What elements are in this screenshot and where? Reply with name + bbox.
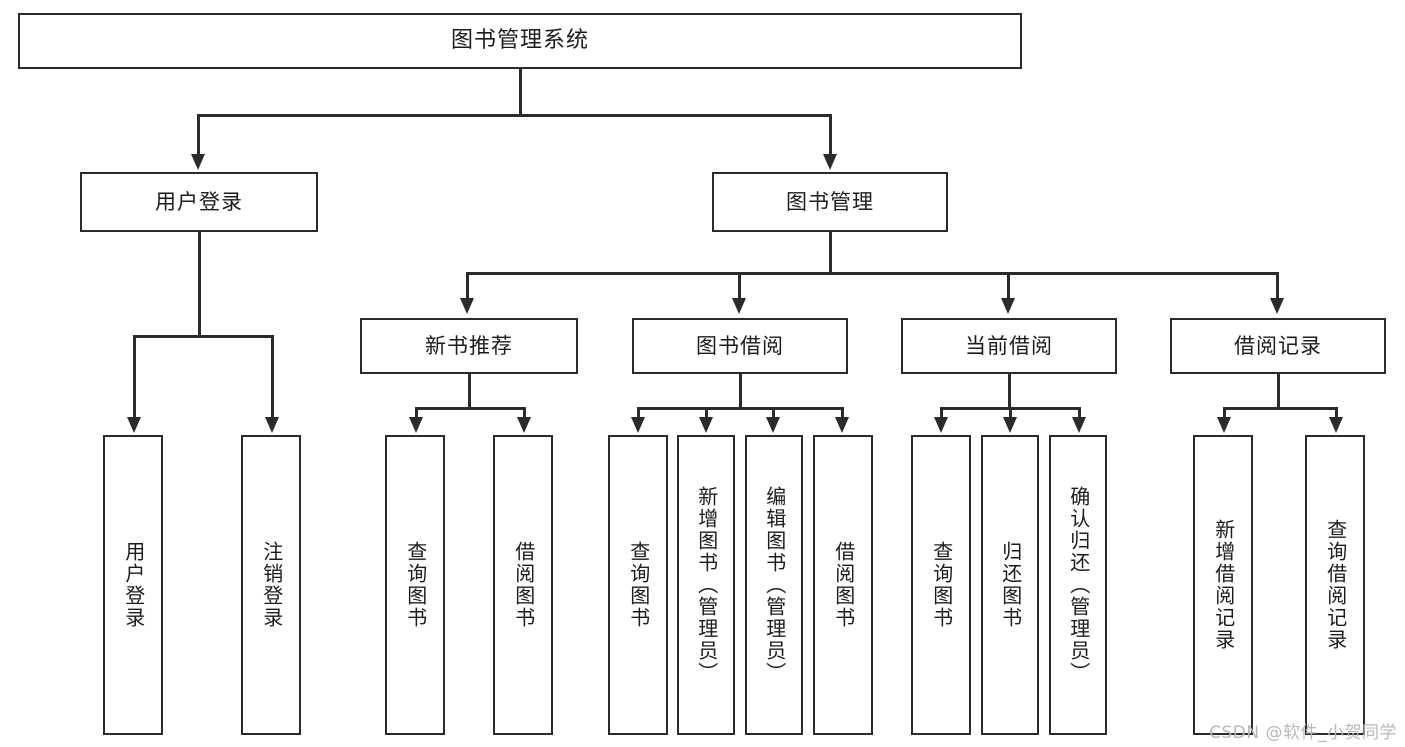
- node-label: 新增图书（管理员）: [694, 486, 719, 684]
- connector-book-borrow-bar: [637, 407, 843, 410]
- leaf-query-borrow-record[interactable]: 查询借阅记录: [1305, 435, 1365, 735]
- arrow-to-leaf-logout: [265, 417, 279, 433]
- node-label: 用户登录: [155, 189, 243, 214]
- connector-cb-leaf-3: [1078, 407, 1081, 421]
- arrow-nb-leaf-1: [409, 417, 423, 433]
- leaf-return-book[interactable]: 归还图书: [981, 435, 1039, 735]
- connector-bb-leaf-1: [637, 407, 640, 421]
- connector-borrow-record-bar: [1223, 407, 1337, 410]
- arrow-cb-leaf-2: [1003, 417, 1017, 433]
- connector-nb-leaf-1: [415, 407, 418, 421]
- node-label: 当前借阅: [965, 333, 1053, 358]
- arrow-to-new-book: [460, 298, 474, 314]
- connector-root-to-user-login: [197, 114, 200, 158]
- leaf-query-book-borrow[interactable]: 查询图书: [608, 435, 668, 735]
- leaf-borrow-book[interactable]: 借阅图书: [813, 435, 873, 735]
- arrow-root-to-book-mgmt: [823, 154, 837, 170]
- connector-nb-leaf-2: [523, 407, 526, 421]
- connector-level3-bar: [466, 272, 1278, 275]
- leaf-borrow-book-recommend[interactable]: 借阅图书: [493, 435, 553, 735]
- leaf-logout[interactable]: 注销登录: [241, 435, 301, 735]
- node-label: 查询借阅记录: [1323, 519, 1348, 651]
- connector-new-book-bar: [415, 407, 525, 410]
- leaf-confirm-return-admin[interactable]: 确认归还（管理员）: [1049, 435, 1107, 735]
- connector-root-bar: [197, 114, 831, 117]
- leaf-user-login[interactable]: 用户登录: [103, 435, 163, 735]
- arrow-to-leaf-user-login: [127, 417, 141, 433]
- connector-br-leaf-2: [1335, 407, 1338, 421]
- arrow-root-to-user-login: [191, 154, 205, 170]
- node-root-system[interactable]: 图书管理系统: [18, 13, 1022, 69]
- arrow-bb-leaf-1: [631, 417, 645, 433]
- leaf-edit-book-admin[interactable]: 编辑图书（管理员）: [745, 435, 803, 735]
- arrow-nb-leaf-2: [517, 417, 531, 433]
- connector-to-new-book: [466, 272, 469, 301]
- node-book-management[interactable]: 图书管理: [712, 172, 948, 232]
- node-current-borrow[interactable]: 当前借阅: [901, 318, 1117, 374]
- node-label: 查询图书: [929, 541, 954, 629]
- connector-user-login-stem: [198, 232, 201, 337]
- arrow-bb-leaf-3: [766, 417, 780, 433]
- connector-cb-leaf-1: [940, 407, 943, 421]
- connector-to-book-borrow: [738, 272, 741, 301]
- connector-to-leaf-logout: [271, 335, 274, 421]
- arrow-to-book-borrow: [732, 298, 746, 314]
- node-borrow-record[interactable]: 借阅记录: [1170, 318, 1386, 374]
- leaf-query-book-recommend[interactable]: 查询图书: [385, 435, 445, 735]
- node-label: 新增借阅记录: [1211, 519, 1236, 651]
- node-label: 新书推荐: [425, 333, 513, 358]
- connector-book-borrow-stem: [739, 374, 742, 410]
- arrow-cb-leaf-1: [934, 417, 948, 433]
- connector-br-leaf-1: [1223, 407, 1226, 421]
- connector-current-borrow-stem: [1008, 374, 1011, 410]
- connector-root-to-book-mgmt: [829, 114, 832, 158]
- node-label: 编辑图书（管理员）: [762, 486, 787, 684]
- connector-bb-leaf-2: [705, 407, 708, 421]
- arrow-cb-leaf-3: [1072, 417, 1086, 433]
- leaf-add-borrow-record[interactable]: 新增借阅记录: [1193, 435, 1253, 735]
- connector-to-leaf-user-login: [133, 335, 136, 421]
- node-book-borrow[interactable]: 图书借阅: [632, 318, 848, 374]
- connector-to-current-borrow: [1007, 272, 1010, 301]
- connector-root-stem: [519, 69, 522, 116]
- connector-user-login-bar: [133, 335, 273, 338]
- connector-new-book-stem: [468, 374, 471, 410]
- node-label: 注销登录: [259, 541, 284, 629]
- connector-bb-leaf-4: [841, 407, 844, 421]
- node-label: 图书管理系统: [450, 28, 589, 54]
- node-label: 用户登录: [121, 541, 146, 629]
- node-label: 借阅图书: [511, 541, 536, 629]
- arrow-bb-leaf-2: [699, 417, 713, 433]
- watermark: CSDN @软件_小贺同学: [1209, 723, 1397, 743]
- node-label: 归还图书: [998, 541, 1023, 629]
- node-label: 查询图书: [626, 541, 651, 629]
- node-label: 确认归还（管理员）: [1066, 486, 1091, 684]
- node-label: 图书管理: [786, 189, 874, 214]
- node-new-book-recommend[interactable]: 新书推荐: [360, 318, 578, 374]
- arrow-br-leaf-2: [1329, 417, 1343, 433]
- connector-book-mgmt-stem: [829, 232, 832, 274]
- connector-borrow-record-stem: [1277, 374, 1280, 410]
- arrow-br-leaf-1: [1217, 417, 1231, 433]
- node-user-login[interactable]: 用户登录: [80, 172, 318, 232]
- connector-cb-leaf-2: [1009, 407, 1012, 421]
- connector-bb-leaf-3: [772, 407, 775, 421]
- leaf-add-book-admin[interactable]: 新增图书（管理员）: [677, 435, 735, 735]
- arrow-to-borrow-record: [1270, 298, 1284, 314]
- node-label: 借阅图书: [831, 541, 856, 629]
- node-label: 查询图书: [403, 541, 428, 629]
- leaf-query-book-current[interactable]: 查询图书: [911, 435, 971, 735]
- connector-to-borrow-record: [1276, 272, 1279, 301]
- arrow-bb-leaf-4: [835, 417, 849, 433]
- node-label: 图书借阅: [696, 333, 784, 358]
- arrow-to-current-borrow: [1001, 298, 1015, 314]
- node-label: 借阅记录: [1234, 333, 1322, 358]
